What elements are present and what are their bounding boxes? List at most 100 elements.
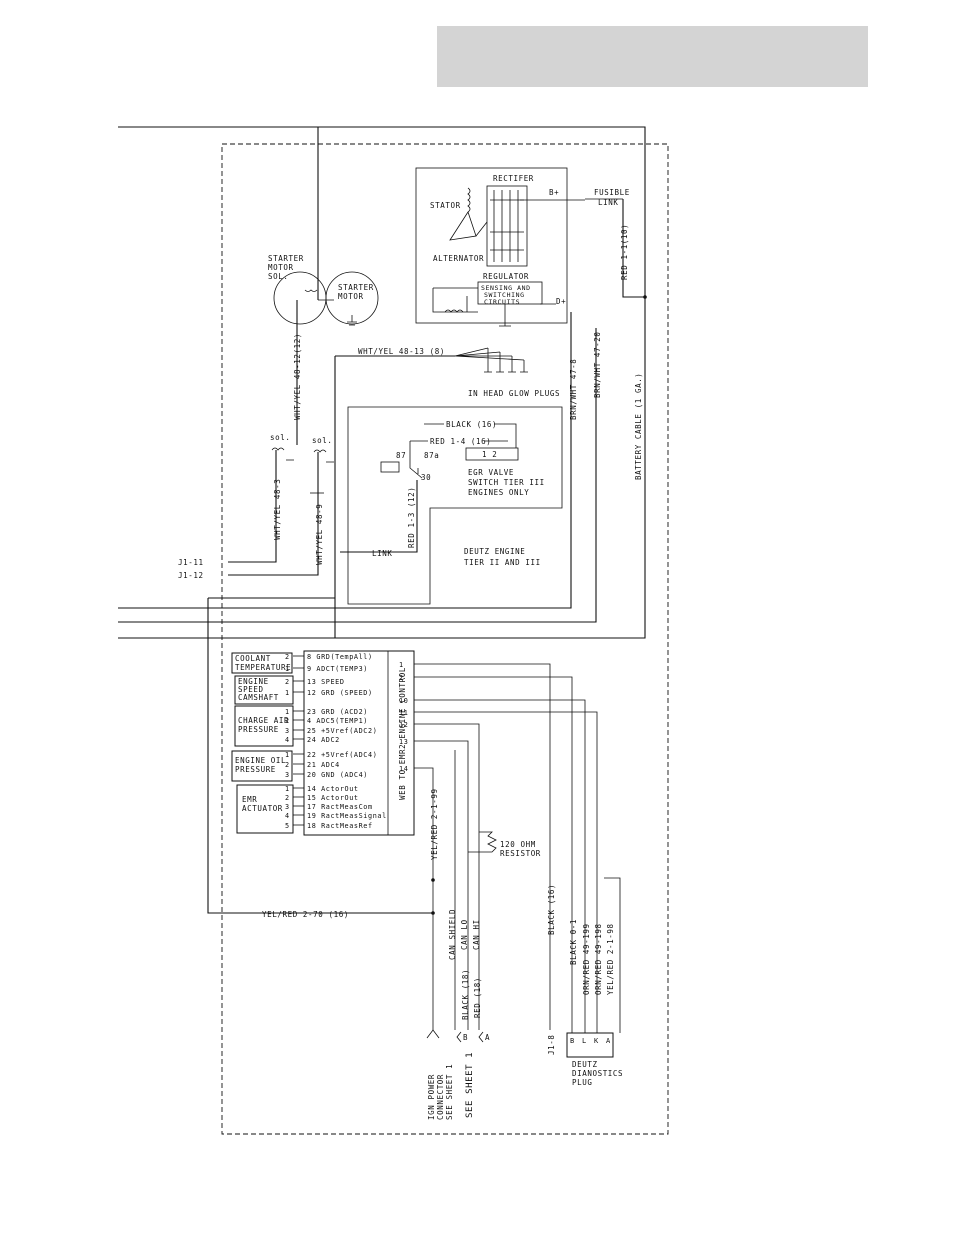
svg-text:DEUTZ: DEUTZ [572,1060,598,1069]
rectifier-label: RECTIFER [493,174,534,183]
ecu-pin-8: 22 +5Vref(ADC4) [307,751,377,759]
ecu-pin-12: 15 ActorOut [307,794,359,802]
sensor-pin-emr-4: 5 [285,822,290,830]
stator-coil [449,187,488,241]
svg-text:87: 87 [396,451,406,460]
svg-text:WHT/YEL 48-12(12): WHT/YEL 48-12(12) [293,333,302,420]
charge-air-sensor [234,705,294,747]
battery-cable-wire [622,199,645,298]
svg-text:ENGINE OIL: ENGINE OIL [235,756,286,765]
svg-text:IN HEAD GLOW PLUGS: IN HEAD GLOW PLUGS [468,389,560,398]
svg-text:RESISTOR: RESISTOR [500,849,541,858]
svg-text:120 OHM: 120 OHM [500,840,536,849]
starter-motor [325,271,379,325]
sensor-pin-charge-1: 2 [285,717,290,725]
svg-text:CAN HI: CAN HI [472,919,481,950]
svg-text:EMR: EMR [242,795,257,804]
ecu-right-pin-11: 11 [399,709,408,717]
svg-text:MOTOR: MOTOR [268,263,294,272]
alternator-box [415,167,568,324]
svg-text:RED 1-3 (12): RED 1-3 (12) [407,487,416,548]
emr-actuator [236,784,294,834]
egr-relay [380,461,400,473]
machine-boundary [221,143,669,1135]
ecu-right-pin-12: 12 [399,721,408,729]
svg-text:WHT/YEL 48-9: WHT/YEL 48-9 [315,504,324,565]
svg-text:1 2: 1 2 [482,450,497,459]
svg-text:SOL.: SOL. [268,272,288,281]
diag-pin-B: B [570,1037,575,1045]
svg-text:LINK: LINK [372,549,392,558]
ecu-pin-2: 13 SPEED [307,678,345,686]
svg-text:CAN SHIELD: CAN SHIELD [448,909,457,960]
ecu-pin-0: 8 GRD(TempAll) [307,653,373,661]
svg-text:J1-8: J1-8 [547,1035,556,1055]
svg-text:SEE SHEET 1: SEE SHEET 1 [465,1052,475,1118]
svg-text:WHT/YEL 48-3: WHT/YEL 48-3 [273,479,282,540]
svg-text:RED 1-4 (16): RED 1-4 (16) [430,437,491,446]
ecu-pin-3: 12 GRD (SPEED) [307,689,373,697]
sensor-pin-oil-2: 3 [285,771,290,779]
svg-text:PLUG: PLUG [572,1078,592,1087]
sensor-pin-coolant-1: 1 [285,665,290,673]
ecu-pin-1: 9 ADCT(TEMP3) [307,665,368,673]
alternator-label: ALTERNATOR [433,254,484,263]
svg-text:YEL/RED 2-1-99: YEL/RED 2-1-99 [430,788,439,860]
sensor-pin-speed-0: 2 [285,678,290,686]
fusible-link-label: FUSIBLE [594,188,630,197]
sensor-pin-charge-2: 3 [285,727,290,735]
ecu-pin-rows: 8 GRD(TempAll) 9 ADCT(TEMP3) 13 SPEED 12 GR… [285,653,386,830]
deutz-engine-box [347,406,563,605]
ecu-right-pin-1: 1 [399,661,404,669]
svg-text:STARTER: STARTER [268,254,304,263]
svg-text:sol.: sol. [270,433,290,442]
ecu-right-pin-10: 10 [399,697,408,705]
ecu-pin-15: 18 RactMeasRef [307,822,373,830]
svg-text:CONNECTOR: CONNECTOR [436,1074,445,1120]
svg-text:ORN/RED 49-199: ORN/RED 49-199 [582,923,591,995]
ecu-pin-11: 14 ActorOut [307,785,359,793]
battery-cable-label: BATTERY CABLE (1 GA.) [634,373,643,480]
ecu-block [303,650,415,836]
ecu-right-pin-2: 2 [399,674,404,682]
stator-label: STATOR [430,201,461,210]
header-gray-box [437,26,868,87]
ecu-pin-9: 21 ADC4 [307,761,340,769]
svg-text:SEE SHEET 1: SEE SHEET 1 [445,1064,454,1120]
svg-text:SWITCH TIER III: SWITCH TIER III [468,478,545,487]
svg-text:J1-12: J1-12 [178,571,204,580]
svg-text:ACTUATOR: ACTUATOR [242,804,283,813]
svg-text:ORN/RED 49-198: ORN/RED 49-198 [594,923,603,995]
svg-text:J1-11: J1-11 [178,558,204,567]
svg-text:CHARGE AIR: CHARGE AIR [238,716,289,725]
sensor-pin-emr-2: 3 [285,803,290,811]
svg-text:A: A [485,1033,490,1042]
svg-text:SWITCHING: SWITCHING [484,291,525,299]
coolant-sensor [231,652,293,674]
oil-pressure-sensor [231,750,293,782]
svg-text:B: B [463,1033,468,1042]
ecu-pin-6: 25 +5Vref(ADC2) [307,727,377,735]
diag-pin-K: K [594,1037,599,1045]
svg-text:DIANOSTICS: DIANOSTICS [572,1069,623,1078]
regulator-box [477,281,543,305]
svg-text:TIER II AND III: TIER II AND III [464,558,541,567]
svg-text:SENSING AND: SENSING AND [481,284,531,292]
svg-text:PRESSURE: PRESSURE [235,765,276,774]
svg-text:87a: 87a [424,451,439,460]
sensor-pin-emr-3: 4 [285,812,290,820]
svg-text:BLACK (16): BLACK (16) [547,884,556,935]
ecu-pin-10: 20 GND (ADC4) [307,771,368,779]
sensor-pin-speed-1: 1 [285,689,290,697]
sensor-pin-charge-3: 4 [285,736,290,744]
svg-text:EGR VALVE: EGR VALVE [468,468,514,477]
svg-text:CAN LO: CAN LO [460,919,469,950]
sensor-pin-oil-0: 1 [285,751,290,759]
ecu-right-pin-14: 14 [399,765,408,773]
svg-text:BLACK (16): BLACK (16) [446,420,497,429]
svg-text:PRESSURE: PRESSURE [238,725,279,734]
sensor-pin-coolant-0: 2 [285,653,290,661]
diagnostics-plug [566,1032,614,1058]
